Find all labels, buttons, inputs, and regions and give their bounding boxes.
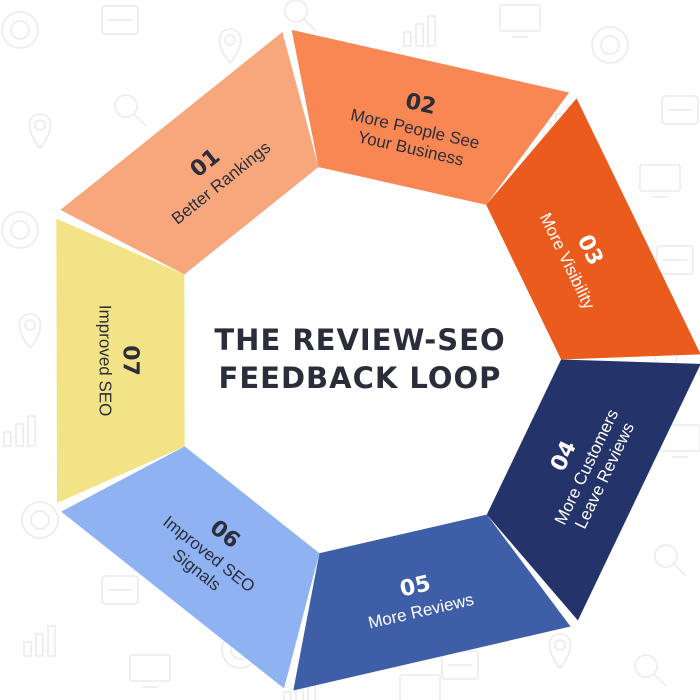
loop-segments bbox=[56, 29, 700, 691]
loop-segment-01 bbox=[60, 32, 319, 275]
loop-segment-02 bbox=[291, 29, 570, 205]
location-pin-icon bbox=[1, 11, 39, 49]
location-pin-icon bbox=[1, 211, 39, 249]
step-number-07: 07 bbox=[118, 345, 143, 376]
hourglass-icon bbox=[114, 94, 147, 127]
loop-segment-06 bbox=[61, 446, 320, 689]
award-ribbon-icon bbox=[499, 4, 541, 38]
center-title-line-1: THE REVIEW-SEO bbox=[214, 323, 505, 357]
loop-segment-04 bbox=[486, 359, 700, 621]
rocket-icon bbox=[661, 95, 699, 125]
megaphone-icon bbox=[591, 26, 629, 64]
award-ribbon-icon bbox=[399, 674, 441, 700]
loop-segment-05 bbox=[293, 514, 571, 691]
step-label-07-line-1: Improved SEO bbox=[96, 305, 115, 417]
magnifier-icon bbox=[656, 245, 694, 275]
megaphone-icon bbox=[21, 501, 59, 539]
chart-icon bbox=[284, 0, 317, 32]
center-panel bbox=[184, 167, 561, 554]
dollar-icon bbox=[28, 113, 52, 150]
speedometer-icon bbox=[23, 625, 56, 657]
monitor-icon bbox=[3, 415, 36, 447]
hourglass-icon bbox=[654, 544, 687, 577]
loop-segment-07 bbox=[56, 218, 185, 503]
rocket-icon bbox=[101, 575, 139, 605]
lightbulb-icon bbox=[639, 164, 681, 198]
monitor-icon bbox=[403, 15, 436, 47]
center-title-line-2: FEEDBACK LOOP bbox=[219, 361, 502, 395]
lightbulb-icon bbox=[129, 654, 171, 688]
chart-icon bbox=[634, 654, 667, 687]
gear-icon bbox=[18, 313, 42, 350]
gear-icon bbox=[548, 633, 572, 670]
gear-icon bbox=[218, 28, 242, 65]
magnifier-icon bbox=[101, 5, 139, 35]
loop-segment-03 bbox=[486, 98, 700, 360]
